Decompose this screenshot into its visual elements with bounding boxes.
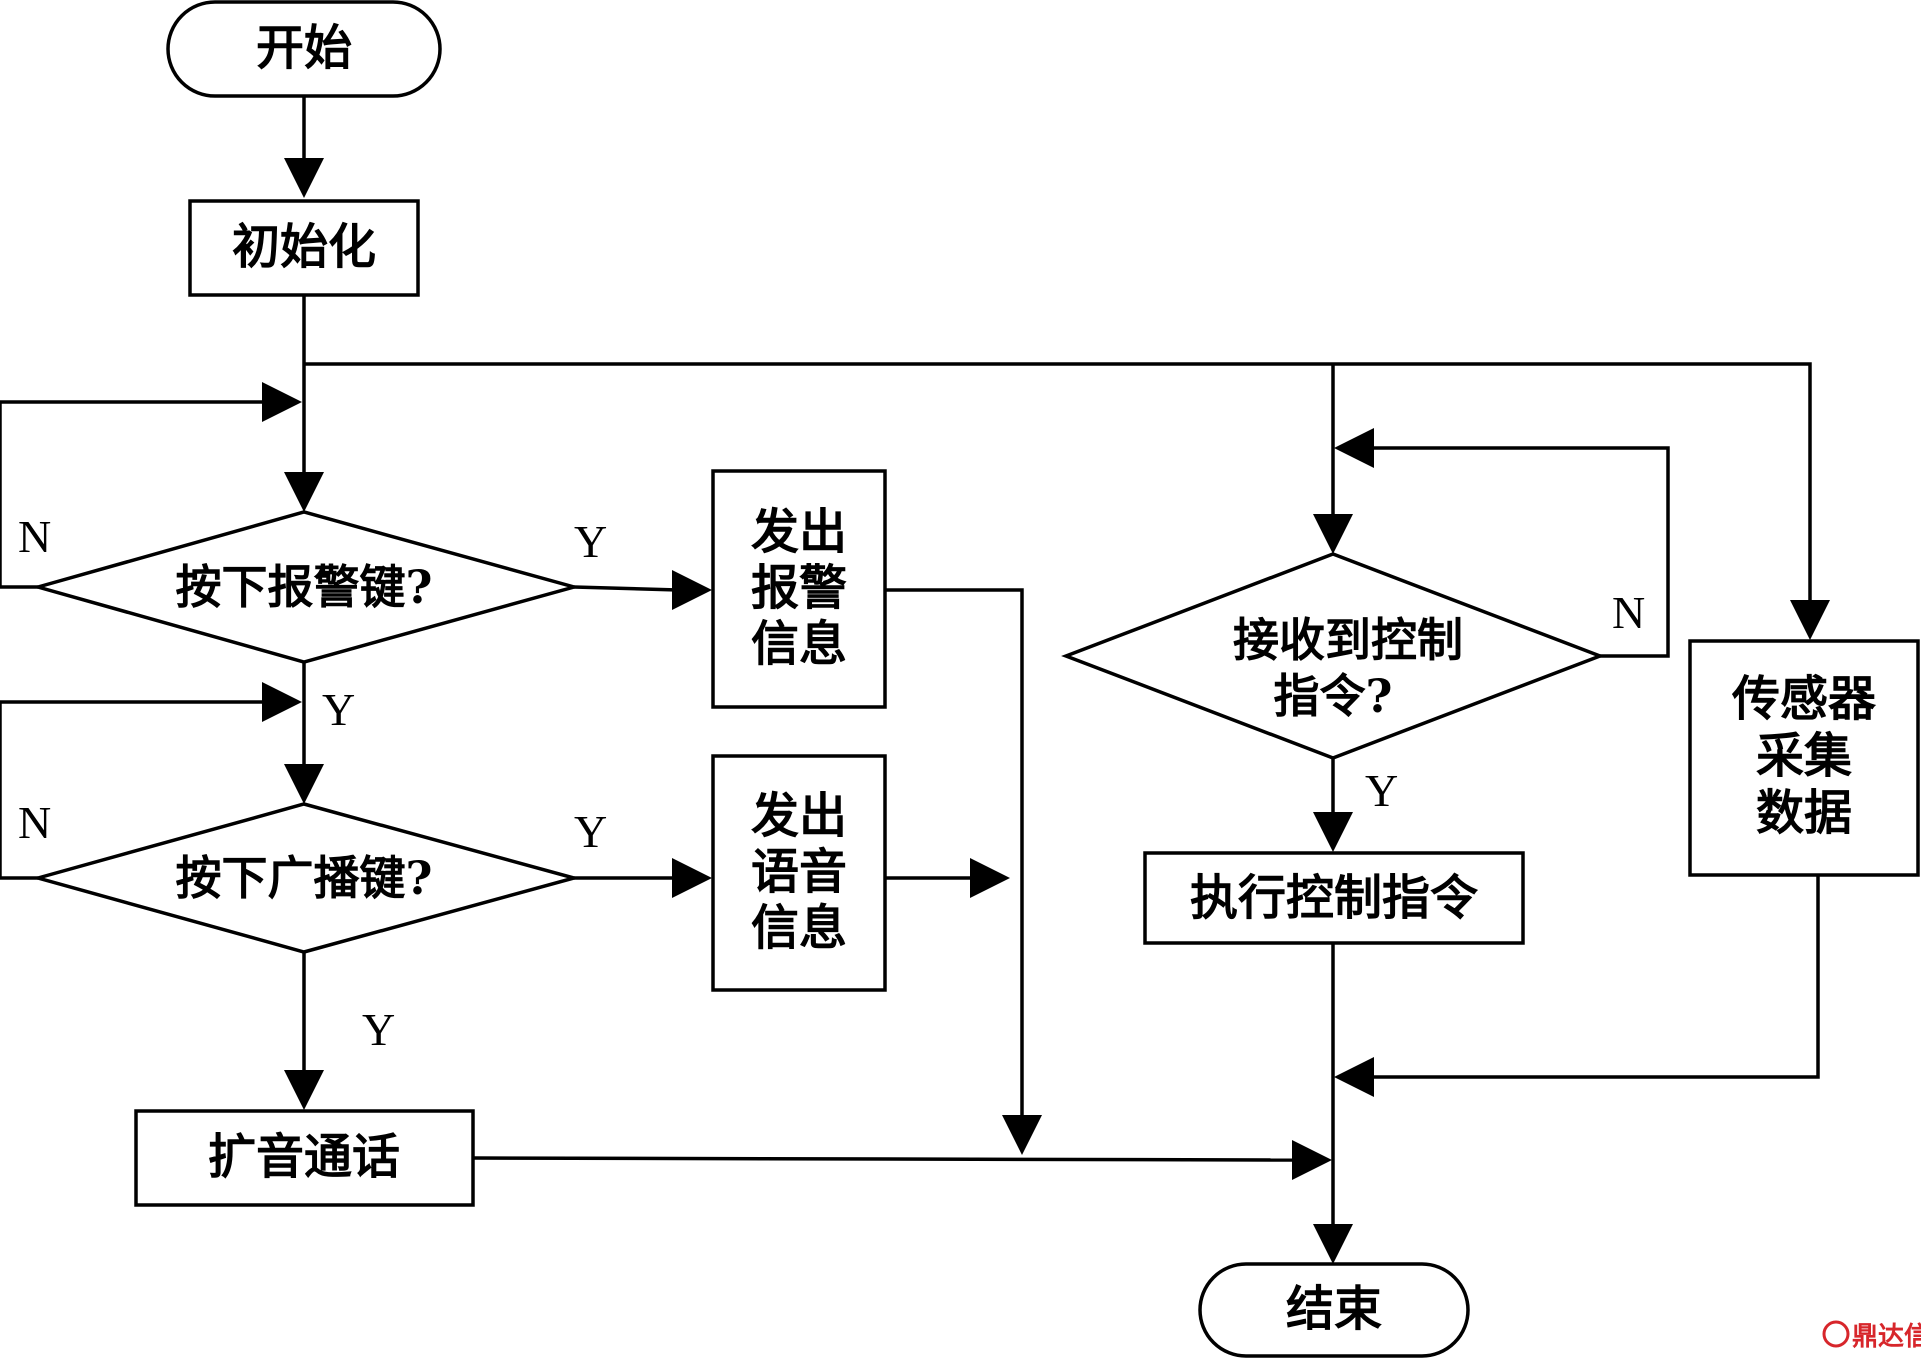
arrowhead — [1334, 1057, 1374, 1097]
svg-text:信息: 信息 — [751, 616, 847, 672]
broadcast-no-label: N — [18, 797, 51, 848]
alarm-yes-label: Y — [574, 516, 607, 567]
svg-text:指令?: 指令? — [1274, 669, 1393, 723]
broadcast-key-label: 按下广播键? — [176, 851, 433, 905]
broadcast-key-decision: 按下广播键? — [31, 802, 581, 954]
arrowhead — [1334, 428, 1374, 468]
edge-receive-no-loop — [1368, 446, 1670, 658]
alarm-key-label: 按下报警键? — [176, 560, 433, 614]
start-label: 开始 — [256, 20, 352, 76]
arrowhead — [672, 858, 712, 898]
sensor-node: 传感器 采集 数据 — [1688, 639, 1920, 877]
branch-labels: N Y Y N Y Y N Y — [18, 511, 1645, 1055]
edge-send-alarm-down — [886, 588, 1024, 1120]
alarm-down-yes-label: Y — [322, 684, 355, 735]
logo-mark-icon — [1822, 1320, 1850, 1348]
arrowhead — [1292, 1140, 1332, 1180]
arrowhead — [1790, 600, 1830, 640]
arrowhead — [284, 1070, 324, 1110]
arrowhead — [284, 158, 324, 198]
send-voice-node: 发出 语音 信息 — [711, 754, 887, 992]
alarm-no-label: N — [18, 511, 51, 562]
send-alarm-node: 发出 报警 信息 — [711, 469, 887, 709]
edge-alarm-yes — [573, 585, 679, 592]
svg-text:报警: 报警 — [751, 560, 847, 616]
edge-intercom-out — [473, 1156, 1293, 1162]
end-node: 结束 — [1198, 1262, 1470, 1358]
alarm-key-decision: 按下报警键? — [31, 510, 581, 664]
receive-cmd-decision: 接收到控制 指令? — [1061, 552, 1605, 760]
broadcast-down-yes-label: Y — [362, 1004, 395, 1055]
edge-bus-sensor — [304, 362, 1812, 600]
intercom-node: 扩音通话 — [134, 1109, 475, 1207]
arrowhead — [262, 382, 302, 422]
arrowhead — [672, 570, 712, 610]
svg-text:数据: 数据 — [1756, 785, 1852, 841]
svg-text:发出: 发出 — [751, 788, 847, 844]
arrowhead — [262, 682, 302, 722]
svg-text:传感器: 传感器 — [1731, 671, 1877, 727]
arrowhead — [1313, 1224, 1353, 1264]
intercom-label: 扩音通话 — [208, 1129, 400, 1185]
arrowhead — [284, 764, 324, 804]
start-node: 开始 — [166, 0, 442, 98]
edge-alarm-no-loop — [0, 400, 268, 589]
receive-no-label: N — [1612, 587, 1645, 638]
connectors — [0, 97, 1830, 1264]
end-label: 结束 — [1286, 1281, 1382, 1337]
arrowhead — [1313, 514, 1353, 554]
svg-text:发出: 发出 — [751, 504, 847, 560]
init-node: 初始化 — [188, 199, 420, 297]
svg-text:信息: 信息 — [751, 900, 847, 956]
exec-cmd-label: 执行控制指令 — [1190, 870, 1479, 926]
svg-text:语音: 语音 — [751, 844, 847, 900]
svg-text:采集: 采集 — [1756, 728, 1852, 784]
watermark-text: 鼎达信 — [1852, 1322, 1921, 1352]
edge-broadcast-no-loop — [0, 700, 268, 880]
svg-text:接收到控制: 接收到控制 — [1233, 613, 1463, 667]
edge-sensor-merge — [1370, 876, 1820, 1079]
arrowhead — [284, 472, 324, 512]
arrowhead — [1002, 1115, 1042, 1155]
init-label: 初始化 — [232, 219, 376, 275]
watermark-logo: 鼎达信 — [1822, 1320, 1921, 1352]
arrowhead — [970, 858, 1010, 898]
receive-yes-label: Y — [1365, 765, 1398, 816]
broadcast-yes-label: Y — [574, 806, 607, 857]
exec-cmd-node: 执行控制指令 — [1143, 851, 1525, 945]
arrowhead — [1313, 812, 1353, 852]
